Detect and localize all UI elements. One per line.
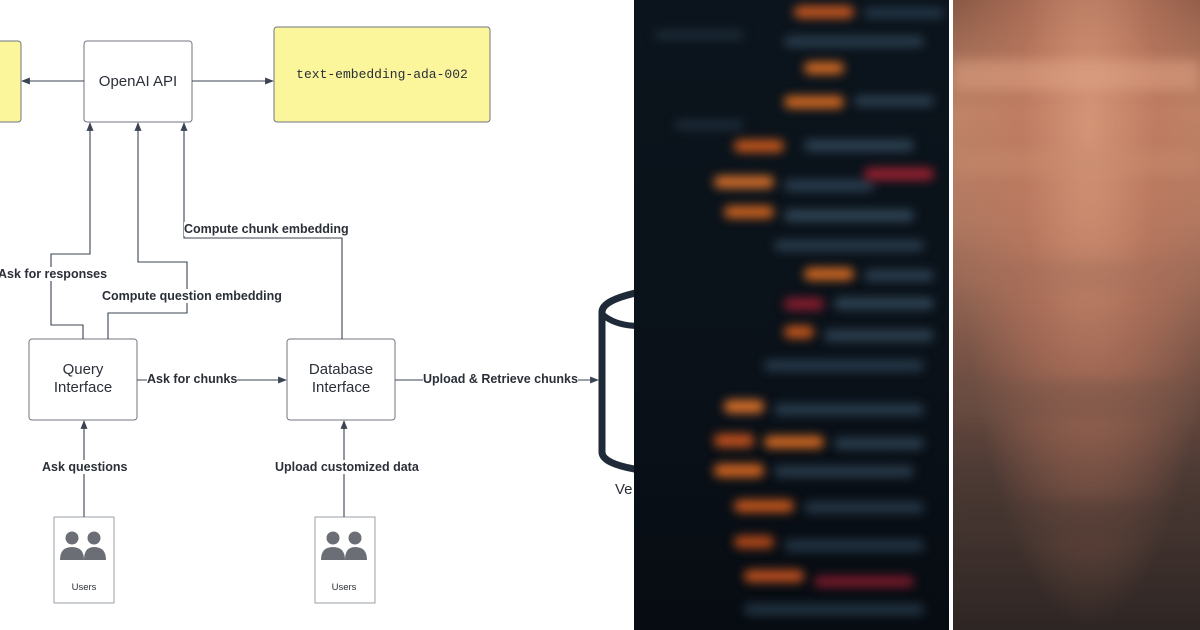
users-icon [60, 531, 106, 560]
edge-label-compute-chunk-embedding: Compute chunk embedding [184, 222, 349, 236]
database-interface-label-line1: Database [309, 361, 373, 378]
diagram-canvas: OpenAI API text-embedding-ada-002 Query … [0, 26, 634, 604]
users-icon [321, 531, 367, 560]
edge-ask-for-responses [50, 122, 94, 339]
architecture-diagram: OpenAI API text-embedding-ada-002 Query … [0, 26, 634, 604]
openai-api-label: OpenAI API [99, 73, 177, 90]
edge-compute-chunk-embedding [180, 122, 343, 339]
edge-label-compute-question-embedding: Compute question embedding [102, 289, 282, 303]
query-interface-label-line2: Interface [54, 379, 112, 396]
edge-label-upload-customized-data: Upload customized data [275, 460, 419, 474]
vector-db-cylinder-top [599, 311, 634, 329]
query-interface-label-line1: Query [63, 361, 104, 378]
vector-db-label: Ve [615, 481, 633, 498]
blurred-warm-photo [953, 0, 1200, 630]
cut-off-model-box [0, 40, 22, 123]
edge-label-ask-for-chunks: Ask for chunks [147, 372, 238, 386]
users-label-left: Users [72, 582, 97, 593]
edge-label-ask-for-responses: Ask for responses [0, 267, 108, 281]
edge-compute-question-embedding [107, 122, 188, 339]
database-interface-label-line2: Interface [312, 379, 370, 396]
blurred-code-background [634, 0, 949, 630]
panel-divider [949, 0, 953, 630]
edge-label-ask-questions: Ask questions [42, 460, 128, 474]
users-label-right: Users [332, 582, 357, 593]
embedding-model-node [273, 26, 491, 123]
vector-db-cylinder [598, 289, 634, 473]
edge-label-upload-retrieve-chunks: Upload & Retrieve chunks [423, 372, 578, 386]
embedding-model-label: text-embedding-ada-002 [296, 67, 468, 82]
